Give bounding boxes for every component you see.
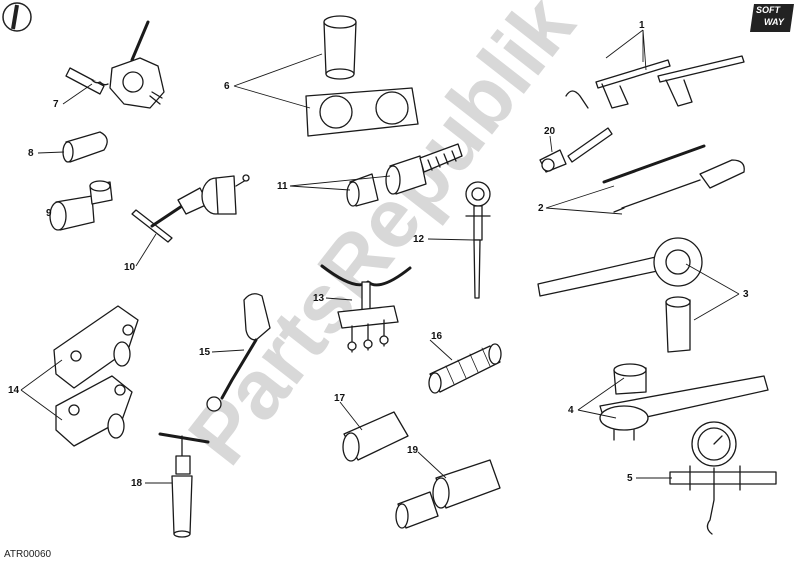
callout-10: 10 bbox=[124, 262, 136, 273]
tool-14-fork-holders bbox=[53, 305, 139, 447]
tool-20-probe bbox=[539, 127, 613, 173]
drawing-code: ATR00060 bbox=[4, 549, 52, 560]
callout-13: 13 bbox=[313, 293, 325, 304]
callout-19: 19 bbox=[407, 445, 419, 456]
callout-17: 17 bbox=[334, 393, 346, 404]
logo-text-line2: WAY bbox=[764, 17, 784, 27]
tool-9-socket bbox=[49, 180, 113, 231]
tool-19-sleeves bbox=[395, 459, 501, 529]
tool-5-dial-gauge bbox=[669, 421, 777, 535]
tool-13-bracket bbox=[320, 264, 412, 353]
callout-18: 18 bbox=[131, 478, 143, 489]
tool-6-socket-nut bbox=[305, 15, 419, 137]
corner-mark-icon bbox=[2, 2, 32, 32]
watermark: PartsRepublik bbox=[170, 0, 592, 481]
tool-4-wrench bbox=[599, 363, 769, 441]
tool-17-sleeve bbox=[342, 411, 409, 462]
tool-7-puller bbox=[65, 20, 165, 109]
callout-14: 14 bbox=[8, 385, 20, 396]
callout-2: 2 bbox=[538, 203, 544, 214]
callout-20: 20 bbox=[544, 126, 556, 137]
callout-6: 6 bbox=[224, 81, 230, 92]
callout-16: 16 bbox=[431, 331, 443, 342]
callout-4: 4 bbox=[568, 405, 574, 416]
watermark-text: PartsRepublik bbox=[170, 0, 592, 481]
tool-1-pins bbox=[565, 55, 745, 109]
callout-5: 5 bbox=[627, 473, 633, 484]
callout-12: 12 bbox=[413, 234, 425, 245]
tool-15-bent-tool bbox=[206, 293, 271, 412]
callout-9: 9 bbox=[46, 208, 52, 219]
tool-12-gauge-holder bbox=[465, 181, 491, 299]
callout-7: 7 bbox=[53, 99, 59, 110]
callout-11: 11 bbox=[277, 181, 288, 192]
logo-text-line1: SOFT bbox=[756, 5, 780, 15]
callout-8: 8 bbox=[28, 148, 34, 159]
tool-18-t-bar bbox=[158, 432, 210, 538]
tool-2-rods bbox=[602, 144, 745, 213]
callout-1: 1 bbox=[639, 20, 645, 31]
tool-11-socket-set bbox=[346, 143, 463, 207]
tool-8-cone bbox=[62, 131, 108, 163]
softway-logo: SOFT WAY bbox=[750, 4, 794, 32]
leader-lines bbox=[20, 29, 740, 484]
callout-15: 15 bbox=[199, 347, 211, 358]
tool-10-t-handle bbox=[131, 174, 250, 243]
tool-3-wrench bbox=[537, 237, 703, 353]
callout-3: 3 bbox=[743, 289, 749, 300]
tool-16-knurled-sleeve bbox=[428, 343, 502, 394]
